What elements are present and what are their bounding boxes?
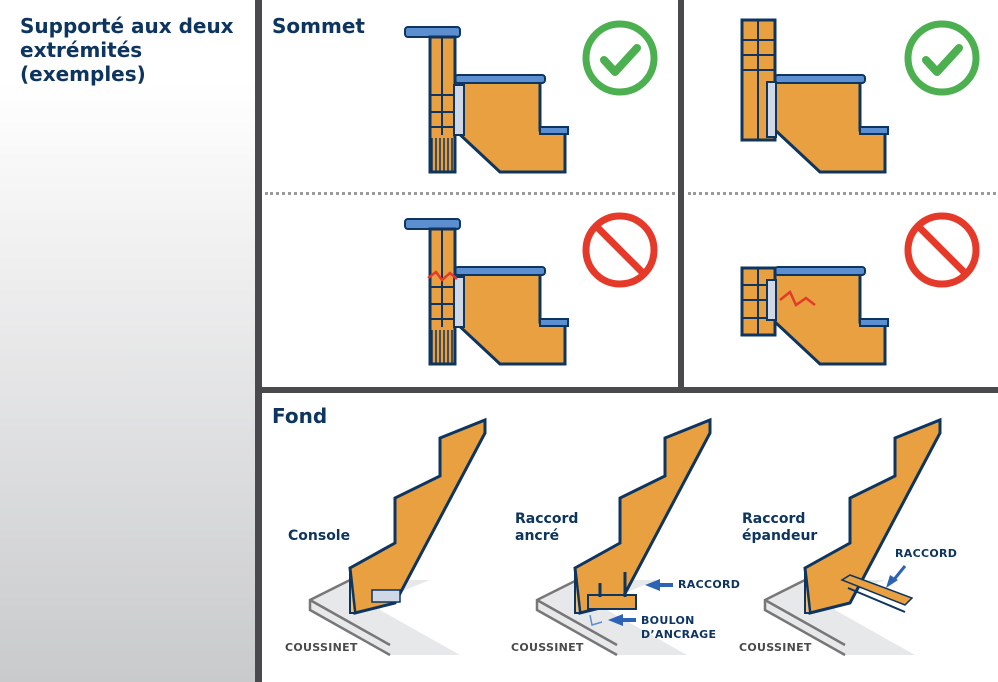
divider <box>255 0 262 682</box>
console-example <box>308 418 487 657</box>
example-title: Raccord ancré <box>515 511 579 544</box>
example-title: Console <box>288 528 351 544</box>
bottom-heading: Fond <box>272 404 328 428</box>
prohibited-icon <box>908 216 976 284</box>
callout-label: BOULON D’ANCRAGE <box>641 614 717 641</box>
stair-ledger-correct <box>740 18 890 174</box>
divider <box>262 387 998 393</box>
sidebar-title: Supporté aux deux extrémités (exemples) <box>20 14 234 86</box>
top-heading: Sommet <box>272 14 365 38</box>
check-icon <box>586 24 654 92</box>
sidebar <box>0 0 255 682</box>
example-title: Raccord épandeur <box>742 511 818 544</box>
prohibited-icon <box>586 216 654 284</box>
divider <box>678 0 684 390</box>
check-icon <box>908 24 976 92</box>
anchored-connector-example <box>535 418 712 657</box>
callout-label: RACCORD <box>678 578 741 591</box>
stair-post-hanger-incorrect <box>403 217 570 366</box>
callout-label: RACCORD <box>895 547 958 560</box>
dotted-separator <box>688 192 996 195</box>
base-label: COUSSINET <box>285 641 358 654</box>
spreader-connector-example <box>763 418 942 657</box>
base-label: COUSSINET <box>739 641 812 654</box>
stair-post-hanger-correct <box>403 25 570 174</box>
stair-ledger-incorrect <box>740 265 890 366</box>
dotted-separator <box>265 192 675 195</box>
base-label: COUSSINET <box>511 641 584 654</box>
